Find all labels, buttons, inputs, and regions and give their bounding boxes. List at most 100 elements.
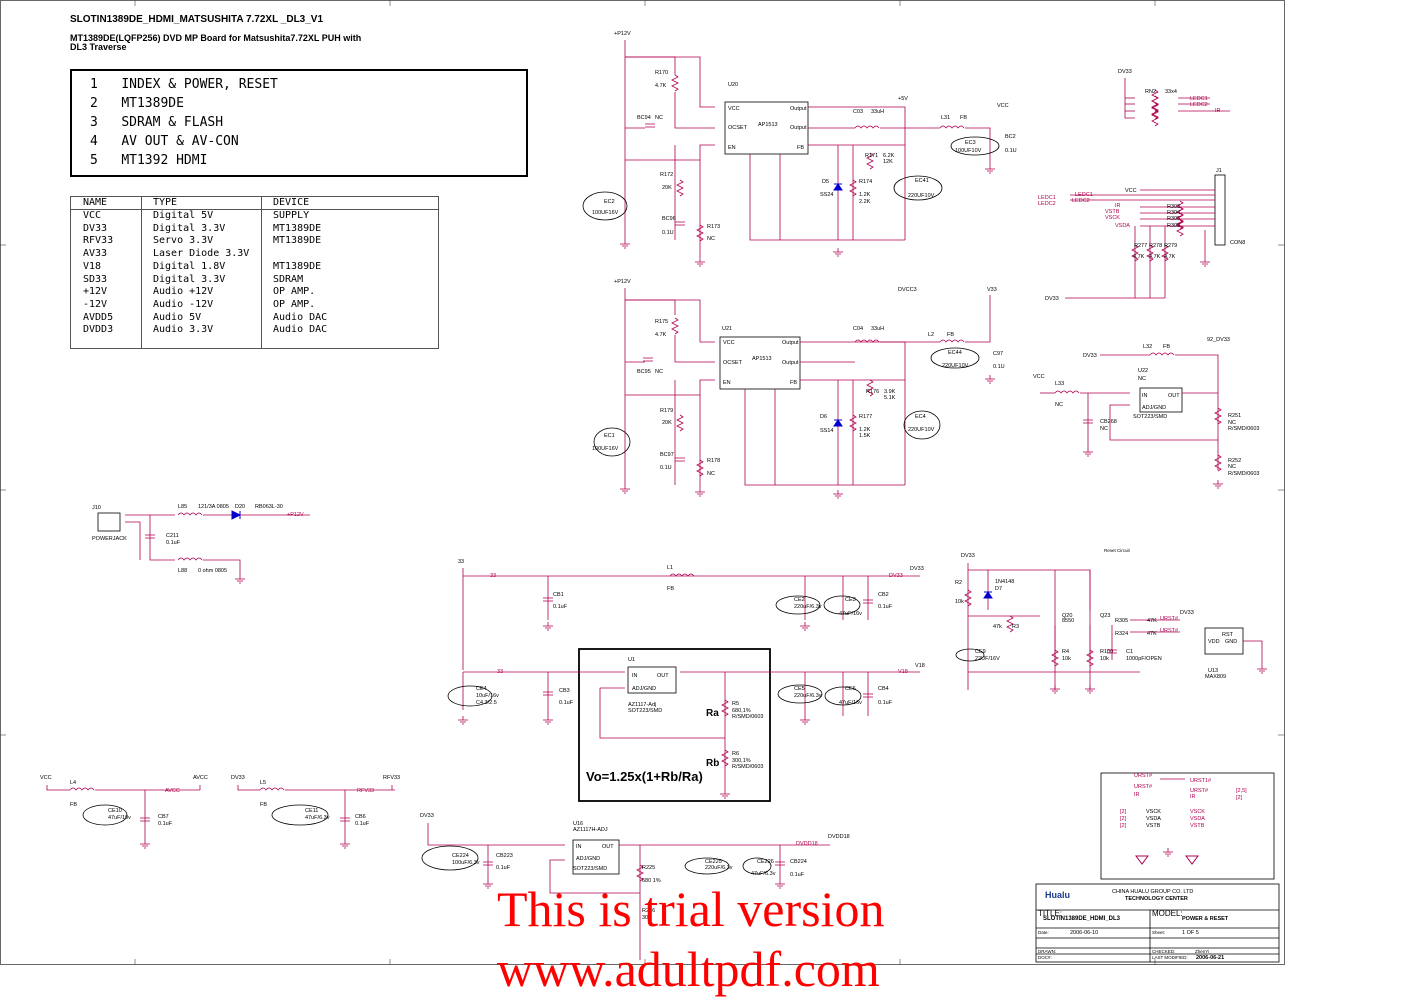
label-ledc1: LEDC1 (1038, 195, 1056, 201)
power-table-cell: Audio 3.3V (153, 324, 214, 336)
wire (549, 859, 640, 894)
label-r277: R277 (1134, 243, 1147, 249)
ground-symbol (720, 790, 730, 799)
resistor (1051, 649, 1059, 667)
label-az1117: AZ1117-Adj (628, 702, 656, 708)
label-vsck: VSCK (1146, 809, 1161, 815)
label-r324: R324 (1115, 631, 1128, 637)
label-urst: URST# (1160, 628, 1179, 634)
toc-item-5: 5 MT1392 HDMI (90, 153, 208, 168)
wire (1124, 78, 1135, 119)
label-v47k: 4.7K (1133, 254, 1145, 260)
label-cb268: CB268 (1100, 419, 1117, 425)
label-powerjack: POWERJACK (92, 536, 127, 542)
label-fb_l: FB (70, 802, 77, 808)
wire (1109, 404, 1218, 441)
power-table-cell: AV33 (83, 248, 108, 260)
label-model_val: POWER & RESET (1182, 916, 1229, 922)
title-block (1035, 883, 1280, 963)
wire (968, 569, 1091, 610)
label-vcc: VCC (1033, 374, 1045, 380)
label-rfv33: RFV33 (357, 788, 374, 794)
highlight-ellipse (930, 347, 980, 369)
label-rsmd0603: R/SMD/0603 (732, 764, 764, 770)
label-dv33: DV33 (961, 553, 975, 559)
label-ce10v: 47uF/10v (108, 815, 131, 821)
highlight-ellipse (447, 685, 493, 707)
ground-symbol (483, 880, 493, 889)
label-d7: D7 (995, 586, 1002, 592)
page-frame (0, 0, 1285, 965)
label-ce4v: 10uF/16v (476, 693, 499, 699)
label-l2: L2 (928, 332, 934, 338)
label-sheet_lbl: Sheet: (1152, 930, 1165, 935)
label-con8: CON8 (1230, 240, 1245, 246)
power-table-cell: OP AMP. (273, 286, 316, 298)
label-in: IN (576, 844, 582, 850)
highlight-ellipse (421, 845, 479, 871)
ground-symbol (620, 485, 630, 494)
power-table-header: TYPE (153, 197, 178, 208)
label-dv33n: 92_DV33 (1207, 337, 1230, 343)
sheet-title: SLOTIN1389DE_HDMI_MATSUSHITA 7.72XL _DL3… (70, 14, 324, 25)
label-reset_circuit: Reset Circuit (1104, 548, 1131, 553)
ground-symbol (695, 258, 705, 267)
label-v10k: 10k (1100, 656, 1109, 662)
label-r305: R305 (1167, 216, 1180, 222)
label-nc: NC (1228, 420, 1236, 426)
ground-symbol (235, 575, 245, 584)
label-dv33: DV33 (1118, 69, 1132, 75)
label-vsck: VSCK (1105, 215, 1120, 221)
label-l1: L1 (667, 565, 673, 571)
toc-item-3: 3 SDRAM & FLASH (90, 115, 224, 130)
label-dvdd18: DVDD18 (828, 834, 850, 840)
inductor (939, 339, 965, 343)
ground-symbol (140, 840, 150, 849)
label-fb_l: FB (667, 586, 674, 592)
wire (800, 341, 906, 485)
label-brand: Hualu (1045, 890, 1070, 900)
ground-triangles (1135, 855, 1199, 865)
label-v100uf16v: 100UF16V (592, 446, 619, 452)
label-r278: R278 (1149, 243, 1162, 249)
label-ec4: EC4 (915, 414, 926, 420)
label-dvcc3: DVCC3 (898, 287, 917, 293)
label-az1117h: AZ1117H-ADJ (573, 827, 608, 833)
label-r174v: 1.2K (859, 427, 871, 433)
wire (1243, 640, 1263, 665)
label-p12v: +P12V (287, 512, 304, 518)
label-date_lbl: Date: (1038, 930, 1049, 935)
label-fb: FB (797, 145, 804, 151)
ground-symbol (543, 716, 553, 725)
resistor (849, 179, 857, 197)
resistor (866, 379, 874, 397)
label-ce2v: 220uF/6.3v (794, 693, 822, 699)
label-vsda: VSDA (1146, 816, 1161, 822)
label-l33uh: 33uH (871, 109, 884, 115)
label-cb7: CB7 (158, 814, 169, 820)
label-urst: URST# (1190, 788, 1209, 794)
label-ocset: OCSET (723, 360, 743, 366)
watermark-line-2: www.adultpdf.com (497, 941, 880, 997)
highlight-ellipse (742, 857, 772, 875)
label-u20: U20 (728, 82, 738, 88)
label-ec41v: 220UF10V (908, 427, 935, 433)
label-vsda: VSDA (1190, 816, 1205, 822)
capacitor (863, 599, 873, 604)
wire (237, 785, 260, 791)
label-d7v: 1N4148 (995, 579, 1014, 585)
label-r2: R2 (955, 580, 962, 586)
board-description: MT1389DE(LQFP256) DVD MP Board for Matsu… (70, 33, 362, 43)
board-description-cont: DL3 Traverse (70, 42, 127, 52)
ground-symbol (775, 880, 785, 889)
wire (965, 295, 991, 343)
label-r304: R304 (1167, 210, 1180, 216)
label-v47kk: 47k (993, 624, 1002, 630)
label-bc97: BC97 (660, 452, 674, 458)
label-rn2v: 33x4 (1165, 89, 1177, 95)
highlight-ellipse (893, 175, 943, 201)
wire (808, 106, 906, 240)
label-avcc: AVCC (193, 775, 208, 781)
capacitor (675, 457, 685, 462)
label-p25: [2,5] (1236, 788, 1247, 794)
